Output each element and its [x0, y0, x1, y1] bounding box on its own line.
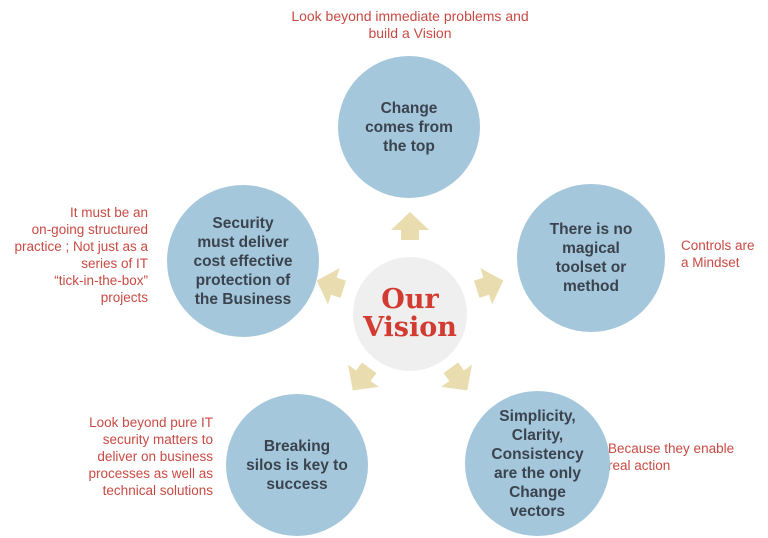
arrow-up-icon: [391, 212, 429, 240]
arrow-right-icon: [471, 263, 509, 308]
arrow-down-left-icon: [337, 357, 384, 402]
arrow-down-right-icon: [435, 357, 482, 402]
arrow-left-icon: [311, 263, 349, 308]
